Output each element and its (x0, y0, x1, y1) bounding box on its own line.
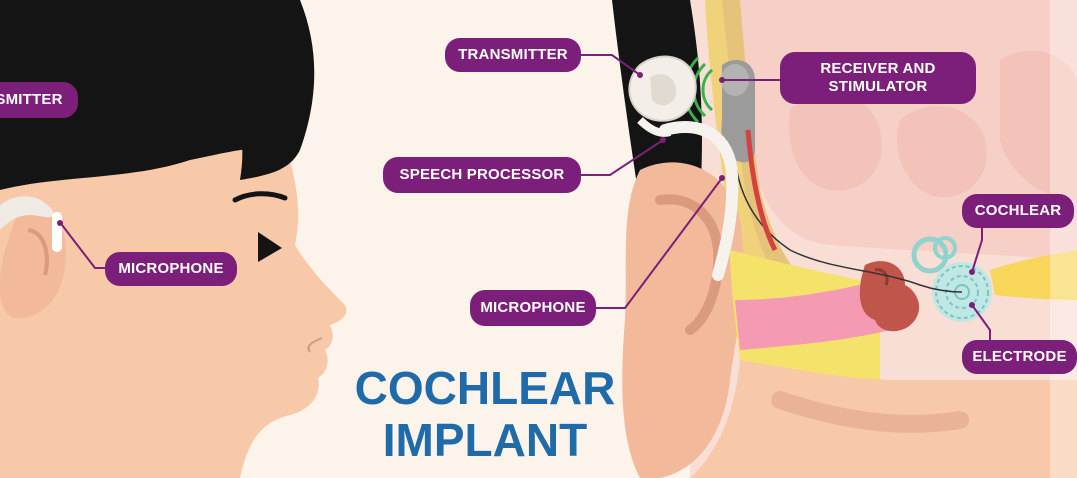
label-receiver-stimulator: RECEIVER AND STIMULATOR (780, 52, 976, 104)
label-microphone-left: MICROPHONE (105, 252, 237, 286)
title-line-2: IMPLANT (345, 414, 625, 466)
profile-head (0, 0, 346, 478)
label-transmitter-left: SMITTER (0, 82, 78, 118)
diagram-title: COCHLEAR IMPLANT (345, 362, 625, 466)
label-microphone-right: MICROPHONE (470, 290, 596, 326)
label-cochlear: COCHLEAR (962, 194, 1074, 228)
label-transmitter: TRANSMITTER (445, 38, 581, 72)
label-speech-processor: SPEECH PROCESSOR (383, 157, 581, 193)
title-line-1: COCHLEAR (345, 362, 625, 414)
label-electrode: ELECTRODE (962, 340, 1077, 374)
